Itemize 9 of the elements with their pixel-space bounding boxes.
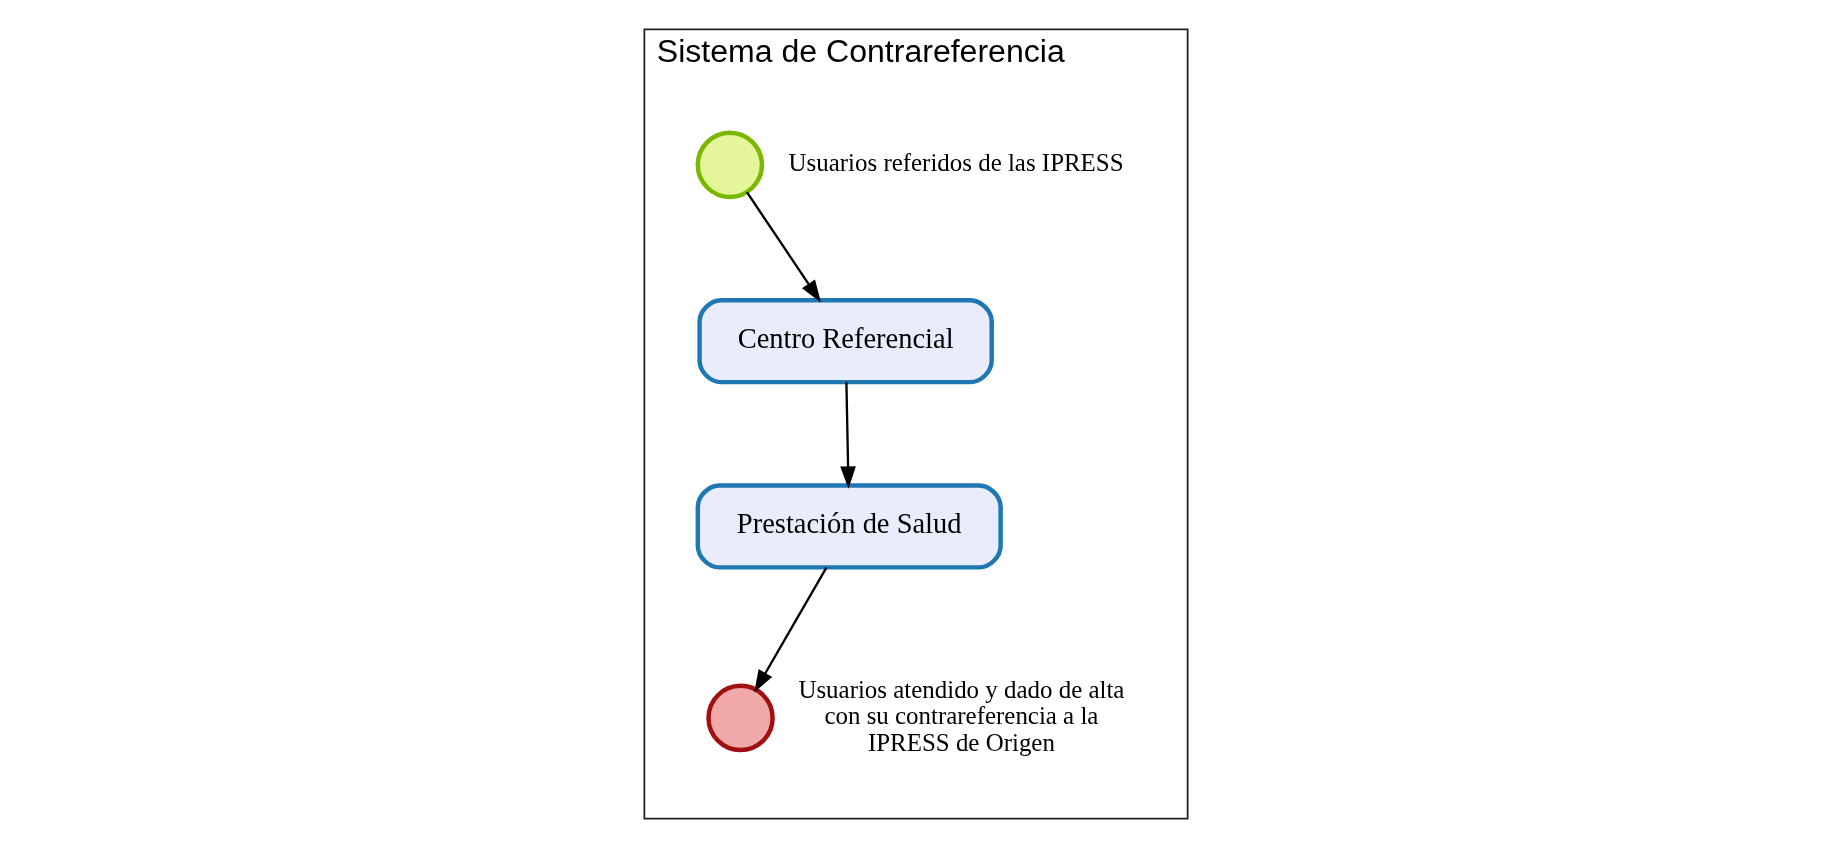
node-box: Centro Referencial (696, 298, 994, 385)
node-label: Usuarios atendido y dado de alta con su contrareferencia a la IPRESS de Origen (797, 675, 1124, 757)
node-label: Usuarios referidos de las IPRESS (788, 149, 1124, 177)
node-box: Prestación de Salud (695, 483, 1003, 570)
arrow (839, 382, 856, 489)
node-circle (705, 683, 775, 753)
arrow (745, 191, 821, 303)
arrow (753, 567, 827, 693)
node-circle (695, 130, 764, 200)
